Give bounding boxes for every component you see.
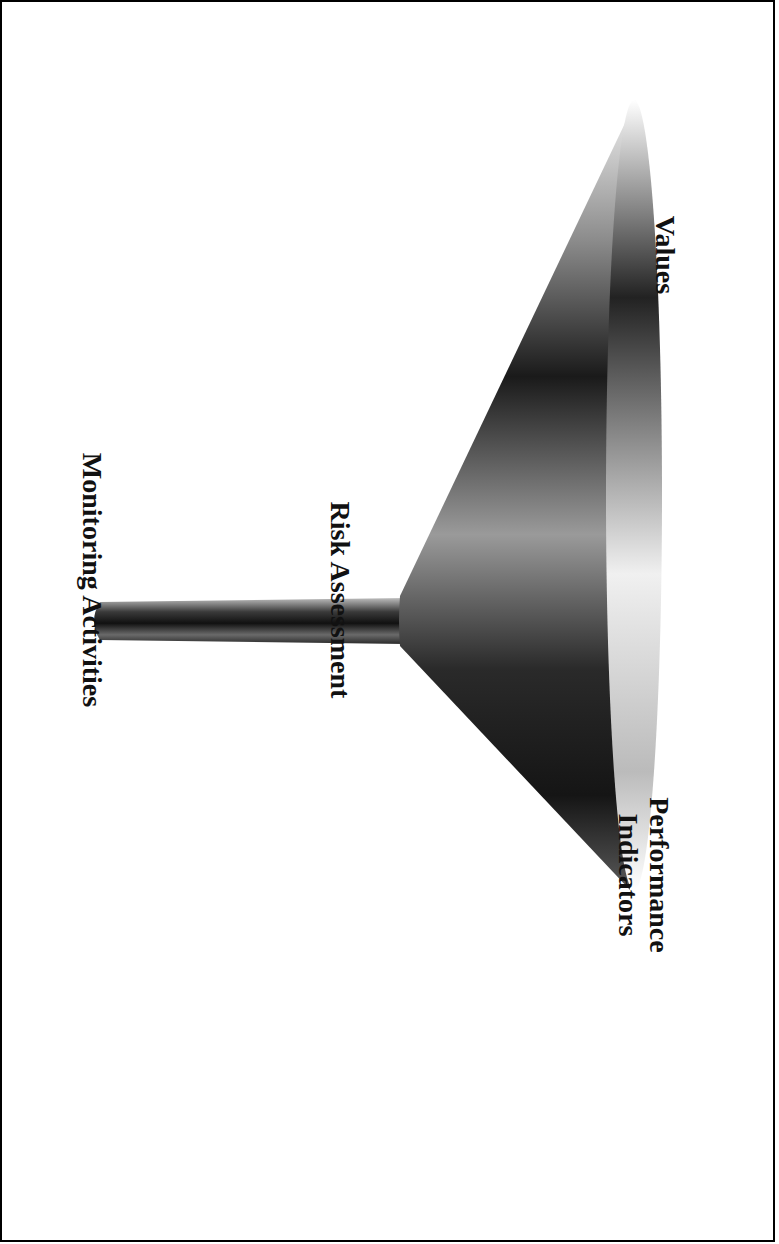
label-text: Values xyxy=(650,155,681,355)
funnel-spout xyxy=(94,598,405,644)
label-text: Risk Assessment xyxy=(325,440,356,760)
funnel-cone xyxy=(399,100,636,890)
label-text: Monitoring Activities xyxy=(77,380,108,780)
label-text: Performance Indicators xyxy=(612,780,674,970)
